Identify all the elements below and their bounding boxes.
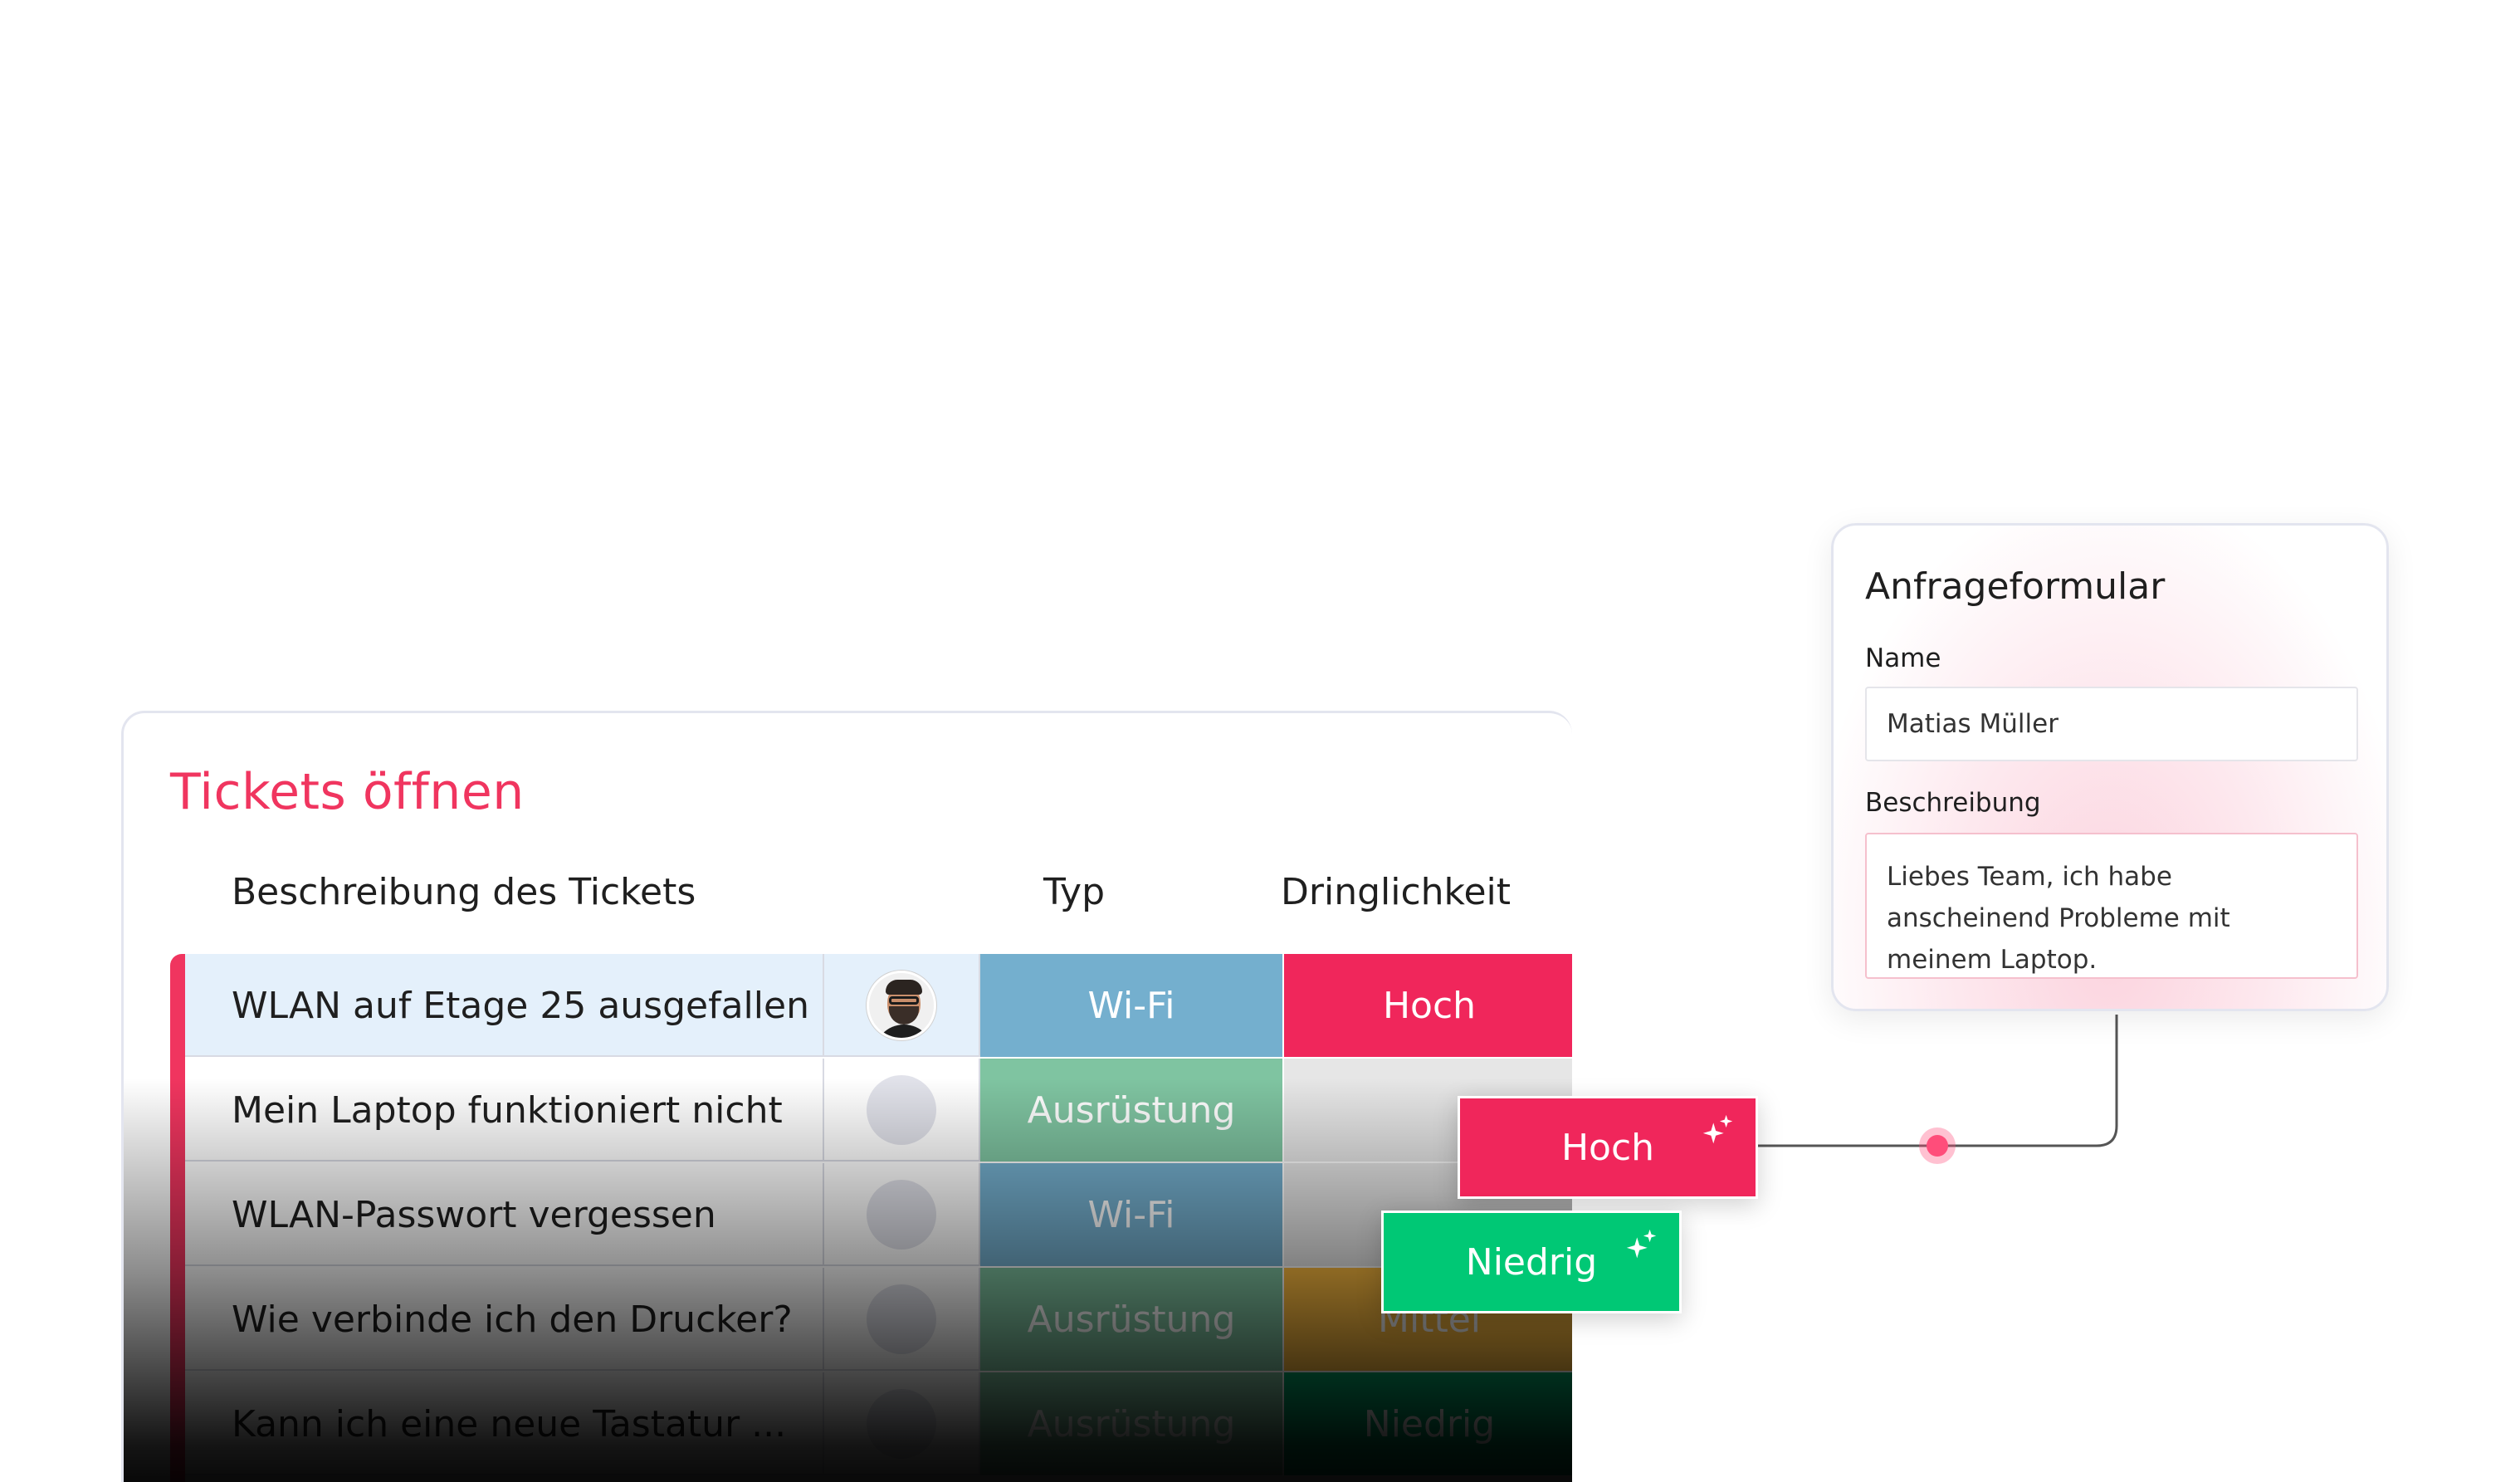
type-badge[interactable]: Ausrüstung <box>980 1059 1284 1162</box>
avatar-placeholder[interactable] <box>867 1389 936 1459</box>
floating-tag-hoch[interactable]: Hoch <box>1458 1096 1758 1199</box>
tickets-panel: Tickets öffnen Beschreibung des Tickets … <box>121 711 1572 1482</box>
table-row[interactable]: WLAN auf Etage 25 ausgefallen Wi-Fi Hoch <box>185 954 1572 1057</box>
ticket-description[interactable]: WLAN auf Etage 25 ausgefallen <box>185 954 824 1057</box>
table-row[interactable]: WLAN-Passwort vergessen Wi-Fi <box>185 1163 1572 1266</box>
type-badge[interactable]: Wi-Fi <box>980 954 1284 1057</box>
assignee-cell[interactable] <box>824 954 980 1057</box>
description-line: Liebes Team, ich habe <box>1887 862 2172 892</box>
avatar-placeholder[interactable] <box>867 1075 936 1145</box>
ticket-description[interactable]: Mein Laptop funktioniert nicht <box>185 1059 824 1162</box>
table-row[interactable]: Mein Laptop funktioniert nicht Ausrüstun… <box>185 1059 1572 1162</box>
avatar[interactable] <box>867 971 936 1040</box>
type-badge[interactable]: Ausrüstung <box>980 1372 1284 1475</box>
column-header-type[interactable]: Typ <box>1043 871 1105 913</box>
description-field[interactable]: Liebes Team, ich habe anscheinend Proble… <box>1865 833 2358 979</box>
table-row[interactable]: Kann ich eine neue Tastatur ... Ausrüstu… <box>185 1372 1572 1475</box>
type-badge[interactable]: Wi-Fi <box>980 1163 1284 1266</box>
column-header-urgency[interactable]: Dringlichkeit <box>1281 871 1511 913</box>
avatar-placeholder[interactable] <box>867 1284 936 1354</box>
ticket-description[interactable]: Wie verbinde ich den Drucker? <box>185 1268 824 1371</box>
avatar-placeholder[interactable] <box>867 1180 936 1250</box>
description-line: anscheinend Probleme mit <box>1887 903 2230 933</box>
ticket-description[interactable]: Kann ich eine neue Tastatur ... <box>185 1372 824 1475</box>
group-color-strip <box>170 954 185 1482</box>
type-badge[interactable]: Ausrüstung <box>980 1268 1284 1371</box>
ticket-description[interactable]: WLAN-Passwort vergessen <box>185 1163 824 1266</box>
tickets-title: Tickets öffnen <box>170 763 525 821</box>
sparkle-icon <box>1626 1229 1657 1259</box>
column-header-description[interactable]: Beschreibung des Tickets <box>232 871 696 913</box>
name-label: Name <box>1865 643 1941 673</box>
assignee-cell[interactable] <box>824 1163 980 1266</box>
assignee-cell[interactable] <box>824 1268 980 1371</box>
table-row[interactable]: Wie verbinde ich den Drucker? Ausrüstung… <box>185 1268 1572 1371</box>
sparkle-icon <box>1702 1114 1733 1144</box>
floating-tag-niedrig[interactable]: Niedrig <box>1381 1211 1682 1313</box>
urgency-badge[interactable]: Hoch <box>1284 954 1572 1057</box>
form-title: Anfrageformular <box>1865 565 2166 608</box>
description-label: Beschreibung <box>1865 788 2041 818</box>
assignee-cell[interactable] <box>824 1059 980 1162</box>
name-field[interactable]: Matias Müller <box>1865 687 2358 761</box>
description-line: meinem Laptop. <box>1887 945 2098 975</box>
request-form: Anfrageformular Name Matias Müller Besch… <box>1831 523 2389 1011</box>
tickets-table: WLAN auf Etage 25 ausgefallen Wi-Fi Hoch… <box>170 954 1572 1482</box>
assignee-cell[interactable] <box>824 1372 980 1475</box>
urgency-badge[interactable]: Niedrig <box>1284 1372 1572 1475</box>
